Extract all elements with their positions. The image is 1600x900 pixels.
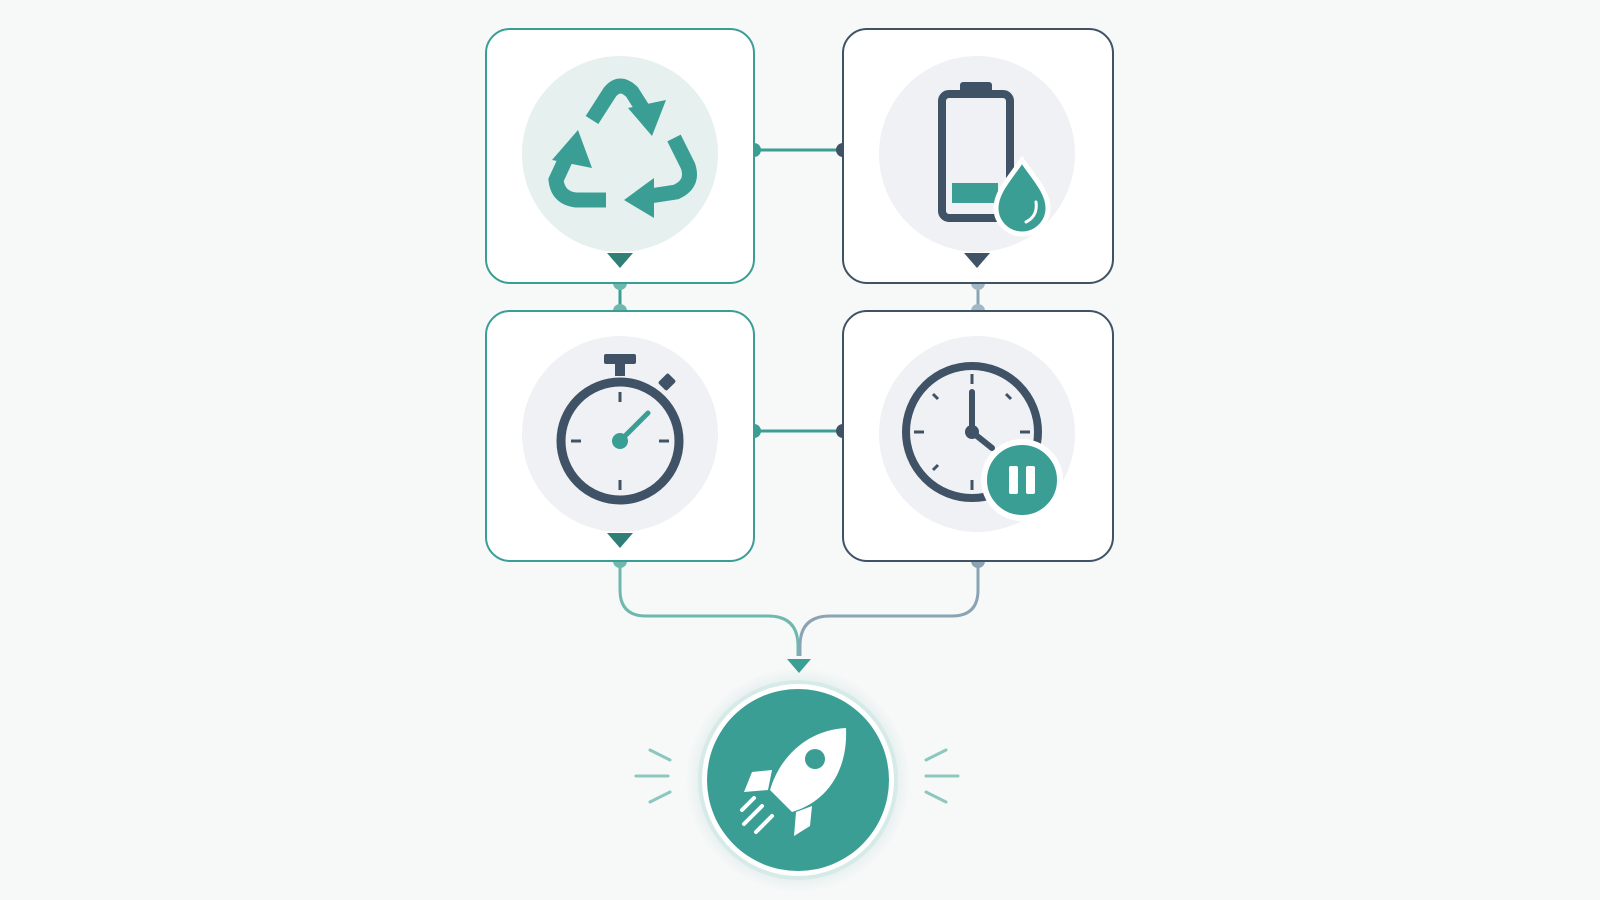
recycle-icon (548, 78, 697, 218)
connector-stopwatch-clock (747, 424, 850, 438)
connector-merge-right (798, 554, 985, 656)
node-launch[interactable] (686, 668, 910, 892)
merge-arrowhead (787, 659, 811, 673)
node-battery[interactable] (842, 28, 1114, 284)
node-clock-pause[interactable] (842, 310, 1114, 562)
node-recycle[interactable] (485, 28, 755, 284)
connector-recycle-battery (747, 143, 850, 157)
node-stopwatch[interactable] (485, 310, 755, 562)
rocket-icon (740, 728, 847, 836)
battery-drop-icon (938, 82, 1051, 237)
connector-merge-left (613, 554, 800, 656)
motion-lines-right (924, 748, 960, 804)
clock-pause-icon (902, 362, 1063, 521)
stopwatch-icon (556, 354, 684, 505)
motion-lines-left (634, 748, 672, 804)
